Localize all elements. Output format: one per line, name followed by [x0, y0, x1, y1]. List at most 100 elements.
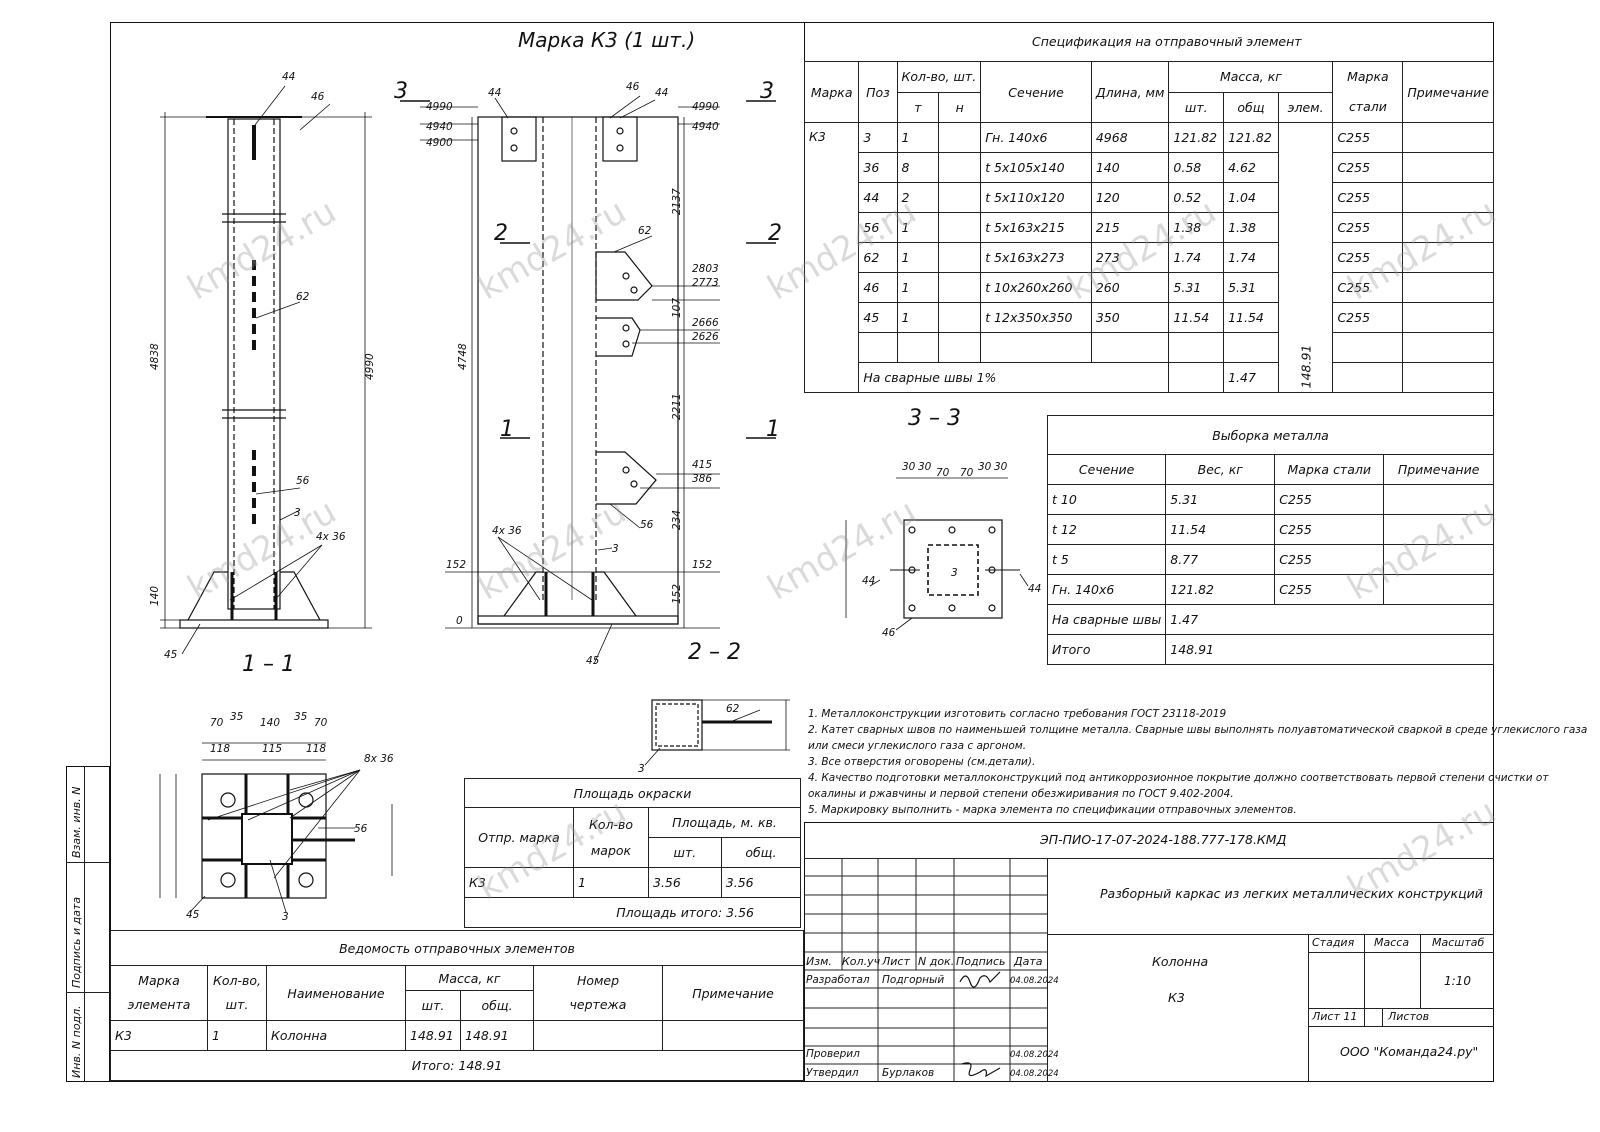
- tb-line: [1420, 934, 1421, 1008]
- spec-h-qty-n: н: [938, 91, 982, 123]
- dim-4748: 4748: [457, 343, 469, 370]
- tb-h-date: Дата: [1014, 955, 1043, 968]
- metal-cell: [1383, 514, 1494, 545]
- paint-sum-value: 3.56: [726, 905, 754, 920]
- s33-30c: 30: [978, 461, 992, 473]
- spec-row: 36 8 t 5х105х140 140 0.58 4.62 С255: [805, 152, 1494, 183]
- tb-h-stage: Стадия: [1312, 936, 1355, 949]
- side-stamp-divider: [66, 992, 110, 993]
- spec-table: Марка Поз Кол-во, шт. Сечение Длина, мм …: [803, 61, 1494, 393]
- elev-2803: 2803: [692, 263, 719, 275]
- metal-cell: 5.31: [1165, 484, 1276, 515]
- note-line: 3. Все отверстия оговорены (см.детали).: [808, 756, 1036, 768]
- pos-4x36a: 4х 36: [316, 531, 346, 543]
- detail-62: 62: [726, 703, 740, 715]
- side-stamp-frame: [66, 766, 110, 1082]
- spec-row: 45 1 t 12х350х350 350 11.54 11.54 С255: [805, 302, 1494, 333]
- metal-welds-value: 1.47: [1165, 604, 1494, 635]
- dim-152: 152: [671, 584, 683, 604]
- spec-qty-n-cell: [938, 122, 982, 153]
- view-2-2: [400, 95, 776, 665]
- tb-code: ЭП-ПИО-17-07-2024-188.777-178.КМД: [1040, 832, 1287, 847]
- tb-h-qty: Кол.уч: [842, 955, 881, 968]
- tb-line: [1382, 1008, 1383, 1026]
- shipping-title: Ведомость отправочных элементов: [110, 930, 804, 966]
- spec-length: 140: [1090, 152, 1170, 183]
- pos-3b: 3: [612, 543, 619, 555]
- spec-empty-cell: [1090, 332, 1170, 363]
- drawing-frame: [110, 22, 1494, 1082]
- paint-h-qty-1: Кол-во: [588, 816, 634, 832]
- spec-total: 1.04: [1223, 182, 1279, 213]
- spec-steel: С255: [1332, 212, 1404, 243]
- s33-44l: 44: [862, 575, 875, 587]
- tb-item-mark: К3: [1168, 990, 1185, 1005]
- metal-h-note: Примечание: [1383, 454, 1494, 485]
- cut-2-left: 2: [494, 221, 508, 246]
- paint-qty: 1: [573, 867, 649, 898]
- spec-total: 121.82: [1223, 122, 1279, 153]
- cut-3-left: 3: [394, 79, 408, 104]
- spec-qty: 1: [896, 302, 940, 333]
- spec-pc: 121.82: [1168, 122, 1225, 153]
- spec-pos: 3: [858, 122, 898, 153]
- spec-h-qty-t: т: [896, 91, 940, 123]
- plan-45: 45: [186, 909, 200, 921]
- spec-pos: 44: [858, 182, 898, 213]
- elev-152r: 152: [692, 559, 712, 571]
- metal-cell: t 12: [1046, 514, 1167, 545]
- plan-3: 3: [282, 911, 289, 923]
- pos-44c: 44: [655, 87, 668, 99]
- ship-h-mark-1: Марка: [138, 973, 180, 988]
- ship-h-num-1: Номер: [576, 973, 620, 988]
- side-stamp-divider: [66, 862, 110, 863]
- paint-sum-label: Площадь итого:: [616, 905, 723, 920]
- metal-cell: С255: [1274, 484, 1385, 515]
- spec-qty-n-cell: [938, 272, 982, 303]
- spec-total: 4.62: [1223, 152, 1279, 183]
- tb-approve-role: Утвердил: [806, 1067, 859, 1079]
- pos-4x36b: 4х 36: [492, 525, 522, 537]
- metal-welds-label: На сварные швы: [1046, 604, 1167, 635]
- tb-h-sign: Подпись: [956, 955, 1006, 968]
- paint-h-total: общ.: [720, 837, 802, 868]
- spec-mark: К3: [803, 122, 860, 393]
- tb-h-sheet: Лист: [882, 955, 910, 968]
- spec-note-cell: [1402, 122, 1494, 153]
- s33-70b: 70: [960, 467, 974, 479]
- spec-section: t 5х163х273: [980, 242, 1092, 273]
- spec-h-section: Сечение: [980, 61, 1092, 123]
- cut-1-right: 1: [766, 417, 780, 442]
- ship-num: [533, 1020, 663, 1051]
- section-label-1-1: 1 – 1: [242, 652, 295, 677]
- s33-30a: 30: [902, 461, 916, 473]
- ship-pc: 148.91: [405, 1020, 461, 1051]
- plan-115: 115: [262, 743, 282, 755]
- spec-qty-n-cell: [938, 302, 982, 333]
- spec-h-note: Примечание: [1402, 61, 1494, 123]
- spec-qty: 1: [896, 242, 940, 273]
- s33-3: 3: [951, 567, 958, 579]
- spec-total: 11.54: [1223, 302, 1279, 333]
- plan-118a: 118: [210, 743, 230, 755]
- spec-note-cell: [1402, 182, 1494, 213]
- spec-h-pos: Поз: [858, 61, 898, 123]
- ship-sum-value: 148.91: [458, 1058, 503, 1073]
- paint-total: 3.56: [720, 867, 802, 898]
- spec-length: 120: [1090, 182, 1170, 213]
- paint-mark: К3: [464, 867, 574, 898]
- ship-sum-label: Итого:: [411, 1058, 455, 1073]
- spec-welds-value: 1.47: [1223, 362, 1279, 393]
- s33-44r: 44: [1028, 583, 1041, 595]
- spec-note-cell: [1402, 242, 1494, 273]
- weld-detail: [644, 699, 790, 766]
- s33-30d: 30: [994, 461, 1008, 473]
- metal-cell: [1383, 484, 1494, 515]
- s33-30b: 30: [918, 461, 932, 473]
